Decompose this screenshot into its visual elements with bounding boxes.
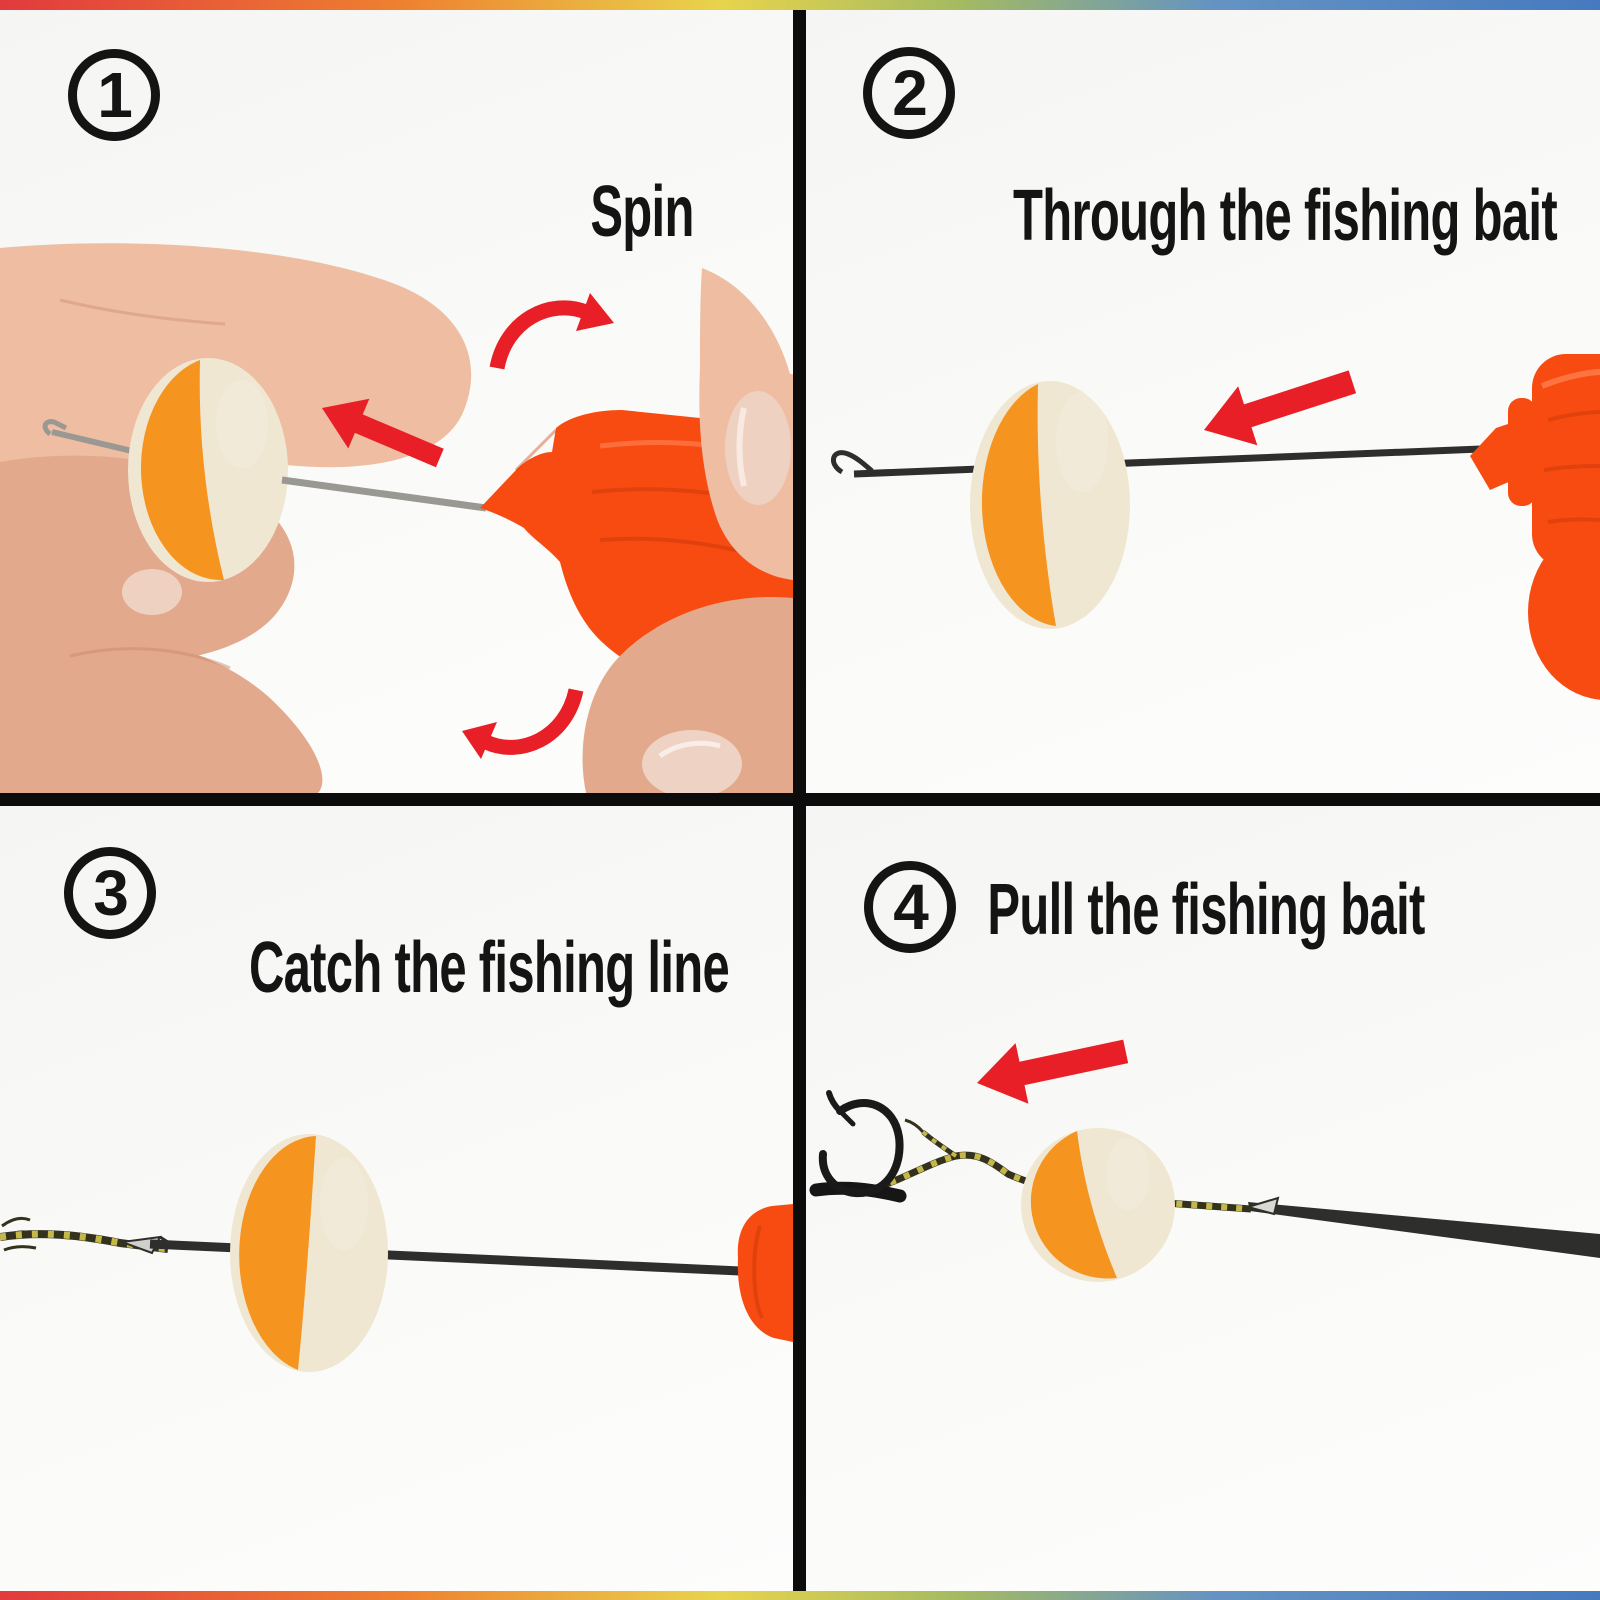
step-2-photo (831, 354, 1600, 700)
needle-latch-tip (1244, 1196, 1280, 1216)
step-number: 2 (892, 57, 928, 129)
foam-ball (230, 1134, 388, 1372)
rainbow-strip-bottom (0, 1591, 1600, 1600)
rotation-arrow-up-icon (489, 293, 614, 370)
left-arrow-icon (1204, 370, 1357, 446)
step-4-photo (809, 1039, 1600, 1282)
step-1-photo (0, 243, 793, 793)
step-3-number-badge: 3 (64, 847, 156, 939)
right-hand (582, 268, 793, 793)
step-2-caption: Through the fishing bait (1013, 176, 1558, 256)
step-1-caption: Spin (590, 172, 694, 252)
step-2-panel: 2 Through the fishing bait (806, 0, 1600, 793)
foam-ball (1021, 1128, 1175, 1282)
step-1-panel: 1 Spin (0, 0, 793, 793)
step-4-panel: 4 Pull the fishing bait (806, 806, 1600, 1600)
rainbow-strip-top (0, 0, 1600, 10)
step-number: 1 (97, 59, 133, 131)
rotation-arrow-down-icon (462, 688, 584, 759)
fishing-hook-icon (818, 1090, 904, 1198)
bait-needle-tool (1470, 354, 1600, 700)
step-3-caption: Catch the fishing line (248, 928, 730, 1008)
foam-ball (128, 358, 288, 582)
step-3-panel: 3 Catch the fishing line (0, 806, 793, 1600)
left-arrow-icon (322, 398, 444, 468)
step-number: 3 (93, 857, 129, 929)
step-number: 4 (893, 871, 929, 943)
bait-needle-tool (737, 1204, 793, 1342)
step-4-number-badge: 4 (864, 861, 956, 953)
needle-latch-tip (831, 450, 874, 475)
needle-shaft (853, 444, 1507, 478)
step-2-number-badge: 2 (863, 47, 955, 139)
step-3-photo (0, 1134, 793, 1372)
step-1-number-badge: 1 (68, 49, 160, 141)
step-4-caption: Pull the fishing bait (987, 870, 1425, 950)
needle-shaft (281, 476, 487, 512)
foam-ball (970, 381, 1130, 629)
hook-shank-sleeve (809, 1181, 907, 1203)
left-arrow-icon (977, 1039, 1129, 1104)
braided-line (0, 1230, 169, 1253)
needle-shaft (1248, 1202, 1600, 1258)
